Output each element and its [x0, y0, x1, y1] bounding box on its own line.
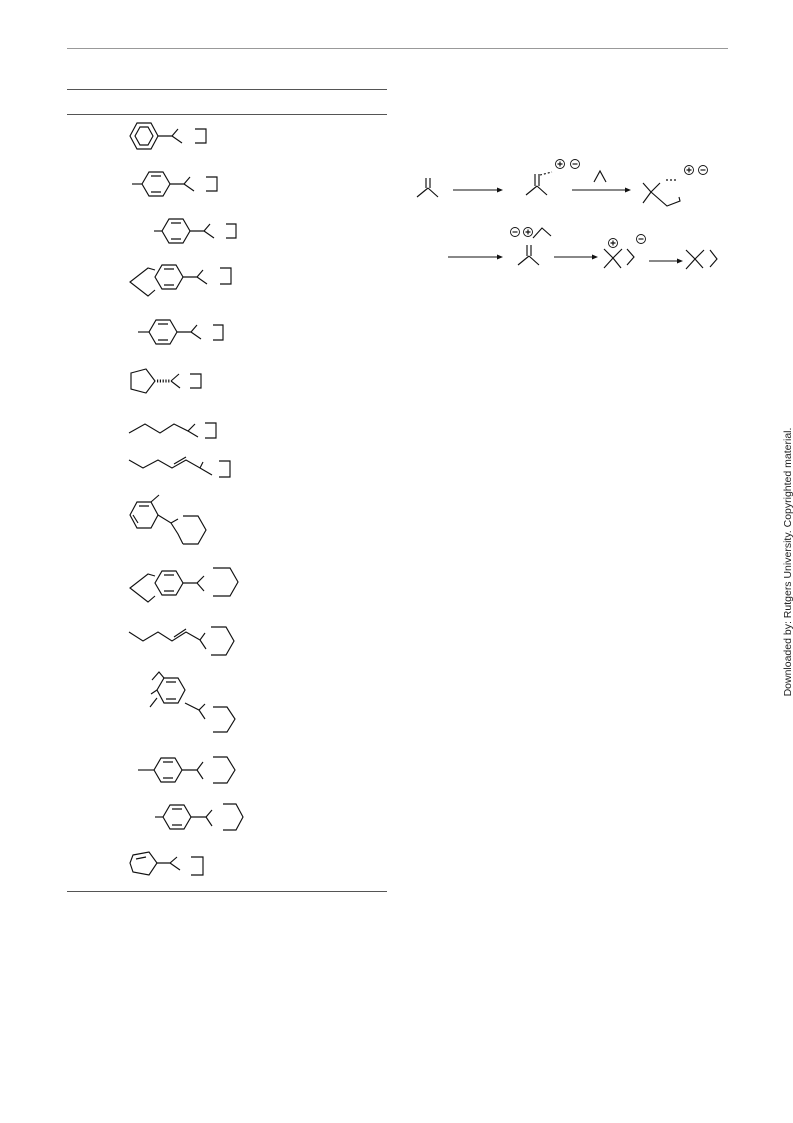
table-top-rule — [67, 89, 387, 90]
header-rule — [67, 48, 728, 49]
download-watermark: Downloaded by: Rutgers University. Copyr… — [782, 427, 793, 697]
table-bottom-rule — [67, 891, 387, 892]
table-header-rule — [67, 114, 387, 115]
